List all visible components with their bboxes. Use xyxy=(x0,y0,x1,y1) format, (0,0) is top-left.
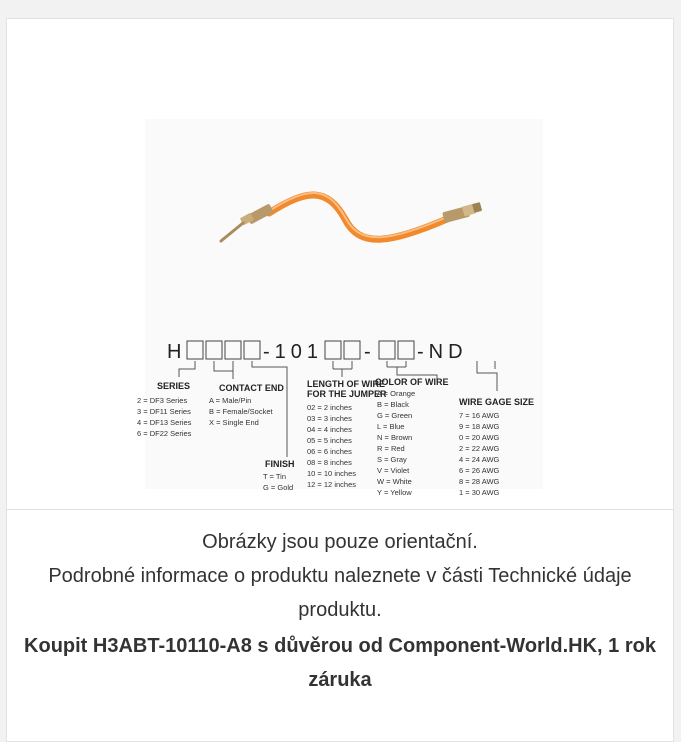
legend-item: 05 = 5 inches xyxy=(307,436,352,445)
legend-item: A = Male/Pin xyxy=(209,396,251,405)
legend-item: 06 = 6 inches xyxy=(307,447,352,456)
part-prefix: H xyxy=(167,341,181,363)
code-box xyxy=(378,340,396,360)
legend-title: FINISH xyxy=(265,459,295,469)
female-socket-contact xyxy=(442,202,482,223)
legend-item: 6 = 26 AWG xyxy=(459,466,500,475)
legend-finish: FINISH T = Tin G = Gold xyxy=(263,459,295,492)
code-box xyxy=(397,340,415,360)
legend-title: SERIES xyxy=(157,381,190,391)
legend-item: S = Gray xyxy=(377,455,407,464)
legend-item: B = Female/Socket xyxy=(209,407,273,416)
legend-title: CONTACT END xyxy=(219,383,284,393)
jumper-wire-diagram: H -101 - -ND xyxy=(137,119,543,497)
legend-contact-end: CONTACT END A = Male/Pin B = Female/Sock… xyxy=(209,383,284,427)
legend-item: 0 = 20 AWG xyxy=(459,433,500,442)
legend-item: T = Tin xyxy=(263,472,286,481)
disclaimer-text: Obrázky jsou pouze orientační. xyxy=(202,531,478,553)
code-box xyxy=(243,340,261,360)
legend-series: SERIES 2 = DF3 Series 3 = DF11 Series 4 … xyxy=(137,381,192,438)
legend-title: COLOR OF WIRE xyxy=(375,377,449,387)
legend-item: 02 = 2 inches xyxy=(307,403,352,412)
legend-item: 4 = DF13 Series xyxy=(137,418,192,427)
legend-item: W = White xyxy=(377,477,412,486)
legend-item: 6 = DF22 Series xyxy=(137,429,192,438)
legend-item: 08 = 8 inches xyxy=(307,458,352,467)
legend-item: A = Orange xyxy=(377,389,415,398)
code-box xyxy=(324,340,342,360)
male-pin-contact xyxy=(219,204,274,243)
legend-wire-gage: WIRE GAGE SIZE 7 = 16 AWG 9 = 18 AWG 0 =… xyxy=(459,397,534,497)
part-dash: - xyxy=(364,341,371,363)
legend-item: 9 = 18 AWG xyxy=(459,422,500,431)
legend-item: N = Brown xyxy=(377,433,412,442)
legend-title: LENGTH OF WIRE xyxy=(307,379,385,389)
legend-item: G = Gold xyxy=(263,483,293,492)
legend-item: G = Green xyxy=(377,411,412,420)
cable-highlight xyxy=(268,192,448,239)
part-number-code: H -101 - -ND xyxy=(167,340,468,363)
code-box xyxy=(205,340,223,360)
part-middle: -101 xyxy=(263,341,323,363)
legend-item: 2 = 22 AWG xyxy=(459,444,500,453)
legend-title: FOR THE JUMPER xyxy=(307,389,387,399)
legend-color: COLOR OF WIRE A = Orange B = Black G = G… xyxy=(375,377,449,497)
legend-title: WIRE GAGE SIZE xyxy=(459,397,534,407)
caption-divider xyxy=(7,509,673,510)
product-image-card: H -101 - -ND xyxy=(6,18,674,742)
legend-item: 8 = 28 AWG xyxy=(459,477,500,486)
code-box xyxy=(343,340,361,360)
legend-item: 03 = 3 inches xyxy=(307,414,352,423)
legend-item: R = Red xyxy=(377,444,405,453)
legend-connector-lines xyxy=(178,361,498,457)
image-caption: Obrázky jsou pouze orientační. Podrobné … xyxy=(7,525,673,697)
legend-item: 3 = DF11 Series xyxy=(137,407,191,416)
legend-item: 2 = DF3 Series xyxy=(137,396,187,405)
legend-item: Y = Yellow xyxy=(377,488,412,497)
legend-item: B = Black xyxy=(377,400,409,409)
legend-item: 7 = 16 AWG xyxy=(459,411,500,420)
buy-text: Koupit H3ABT-10110-A8 s důvěrou od Compo… xyxy=(24,635,656,691)
code-box xyxy=(186,340,204,360)
legend-item: V = Violet xyxy=(377,466,410,475)
legend-item: X = Single End xyxy=(209,418,259,427)
legend-length: LENGTH OF WIRE FOR THE JUMPER 02 = 2 inc… xyxy=(307,379,387,489)
part-suffix: -ND xyxy=(417,341,468,363)
legend-item: 4 = 24 AWG xyxy=(459,455,500,464)
legend-item: 10 = 10 inches xyxy=(307,469,356,478)
legend-item: 1 = 30 AWG xyxy=(459,488,500,497)
code-box xyxy=(224,340,242,360)
legend-item: L = Blue xyxy=(377,422,404,431)
photo-background xyxy=(145,119,543,489)
product-figure: H -101 - -ND xyxy=(7,19,673,509)
legend-item: 12 = 12 inches xyxy=(307,480,356,489)
details-text: Podrobné informace o produktu naleznete … xyxy=(48,565,632,621)
legend-item: 04 = 4 inches xyxy=(307,425,352,434)
